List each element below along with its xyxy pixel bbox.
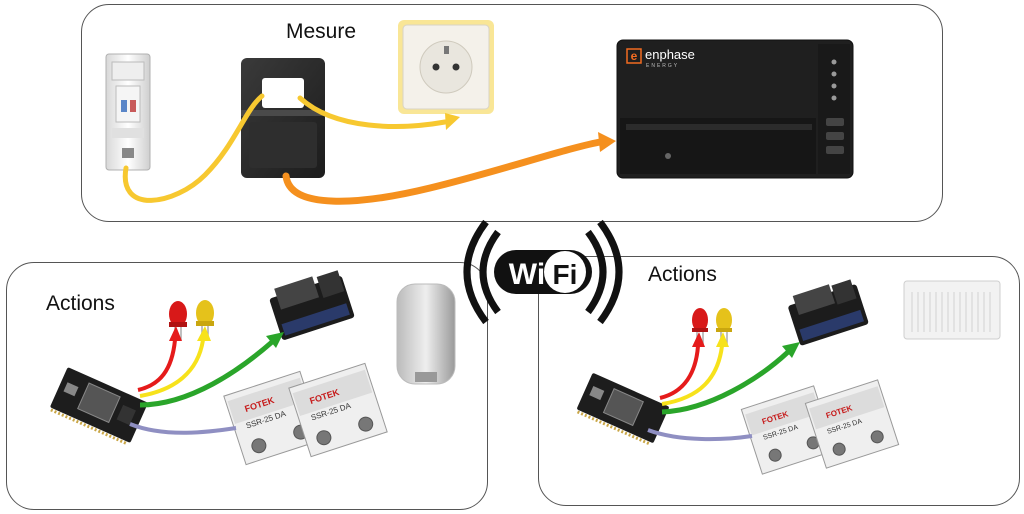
actions-left-title: Actions xyxy=(46,292,115,315)
enphase-gateway-icon: e enphase ENERGY xyxy=(616,39,854,179)
wire-red-left xyxy=(137,339,177,392)
actions-right-title: Actions xyxy=(648,263,717,286)
wire-purple-left xyxy=(129,422,237,435)
wifi-right-text: Fi xyxy=(553,259,578,290)
wifi-logo-icon: Wi Fi xyxy=(463,219,623,325)
wire-yellow-right xyxy=(661,345,724,406)
enphase-brand: enphase xyxy=(645,47,695,62)
arrow-to-outlet xyxy=(445,113,460,130)
arrow-to-gateway xyxy=(598,132,616,152)
wire-red-right xyxy=(659,345,700,400)
enphase-sub: ENERGY xyxy=(646,63,679,69)
measure-title: Mesure xyxy=(286,20,357,43)
wifi-left-text: Wi xyxy=(509,258,545,291)
wire-green-left xyxy=(139,340,274,408)
triac-module-icon-right xyxy=(788,279,869,346)
wire-clamp-to-outlet xyxy=(297,95,448,129)
wire-breaker-to-clamp xyxy=(122,93,265,203)
wire-green-right xyxy=(661,350,790,415)
enphase-logo-mark: e xyxy=(631,49,638,63)
esp32-board-icon xyxy=(50,367,148,446)
water-heater-icon xyxy=(396,283,456,385)
wire-clamp-to-gateway xyxy=(282,138,604,205)
triac-module-icon xyxy=(269,270,355,340)
breaker-icon xyxy=(105,53,151,171)
wire-purple-right xyxy=(647,428,753,442)
solid-state-relay-icon: FOTEK SSR-25 DA FOTEK SSR-25 DA xyxy=(223,362,388,466)
electric-radiator-icon xyxy=(903,280,1001,340)
solid-state-relay-icon-right: FOTEK SSR-25 DA FOTEK SSR-25 DA xyxy=(740,379,900,475)
esp32-board-icon-right xyxy=(576,373,669,446)
power-outlet-icon xyxy=(398,20,494,114)
wire-yellow-left xyxy=(139,339,205,398)
current-clamp-icon xyxy=(241,58,325,178)
